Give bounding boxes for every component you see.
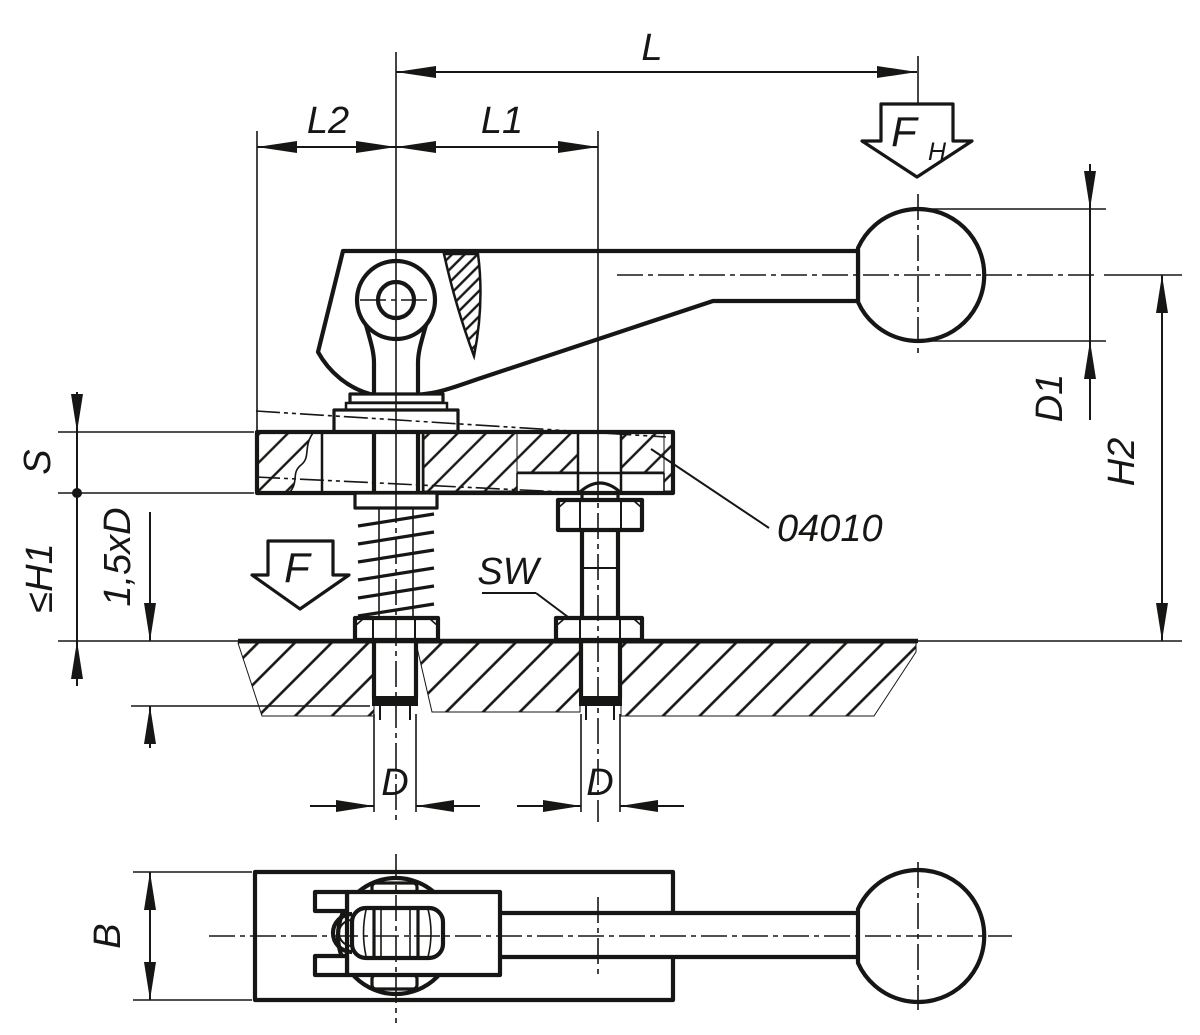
label-D1: D1 (1029, 374, 1071, 423)
label-FH-sub: H (928, 138, 947, 166)
label-thread-depth: 1,5xD (97, 507, 139, 606)
upper-nut (555, 497, 645, 533)
cam-lever (315, 248, 861, 399)
spindle-head-plan (330, 905, 446, 961)
ground-section (58, 638, 1182, 717)
dimension-B: B (87, 871, 252, 1001)
clamp-plate (254, 429, 676, 496)
bolt-dome-tip (578, 481, 622, 494)
dimension-S: S (17, 392, 254, 498)
part-number-label: 04010 (650, 448, 883, 550)
front-view: L L2 L1 F H F (17, 27, 1182, 822)
force-arrow-F: F (250, 539, 351, 611)
label-D-right: D (586, 762, 613, 804)
cam-contact-band (442, 252, 482, 361)
label-D-left: D (381, 762, 408, 804)
label-L1: L1 (481, 100, 523, 142)
dimension-H2: H2 (1101, 274, 1182, 641)
label-FH: F (891, 108, 919, 155)
label-H2: H2 (1101, 438, 1143, 487)
dimension-L: L (396, 27, 919, 104)
plate-outline (254, 429, 676, 496)
label-SW: SW (477, 551, 541, 593)
label-S: S (17, 449, 59, 474)
hollow-arrow-down-icon (860, 102, 974, 179)
dimension-D-left: D (310, 762, 480, 812)
label-B: B (87, 923, 129, 948)
force-arrow-FH: F H (860, 102, 974, 179)
dimension-D-right: D (517, 762, 684, 812)
phantom-lines (255, 410, 667, 493)
label-F: F (284, 544, 312, 591)
label-H1: ≤H1 (19, 543, 61, 612)
lower-nut (553, 615, 645, 643)
wrench-size-label: SW (477, 551, 569, 618)
label-part-number: 04010 (777, 508, 883, 550)
break-line (289, 432, 314, 493)
top-view: B (87, 854, 1012, 1023)
support-bolt (553, 481, 645, 812)
centerlines-plan (209, 854, 1012, 1023)
dimension-L2-L1: L2 L1 (256, 100, 598, 430)
label-L2: L2 (307, 100, 349, 142)
centerlines-front (360, 52, 1094, 822)
dimension-D1: D1 (912, 164, 1106, 422)
dimension-H1: ≤H1 (19, 493, 83, 686)
dimension-thread-depth: 1,5xD (97, 507, 370, 748)
hollow-arrow-down-icon (250, 539, 351, 611)
label-L: L (641, 27, 662, 69)
